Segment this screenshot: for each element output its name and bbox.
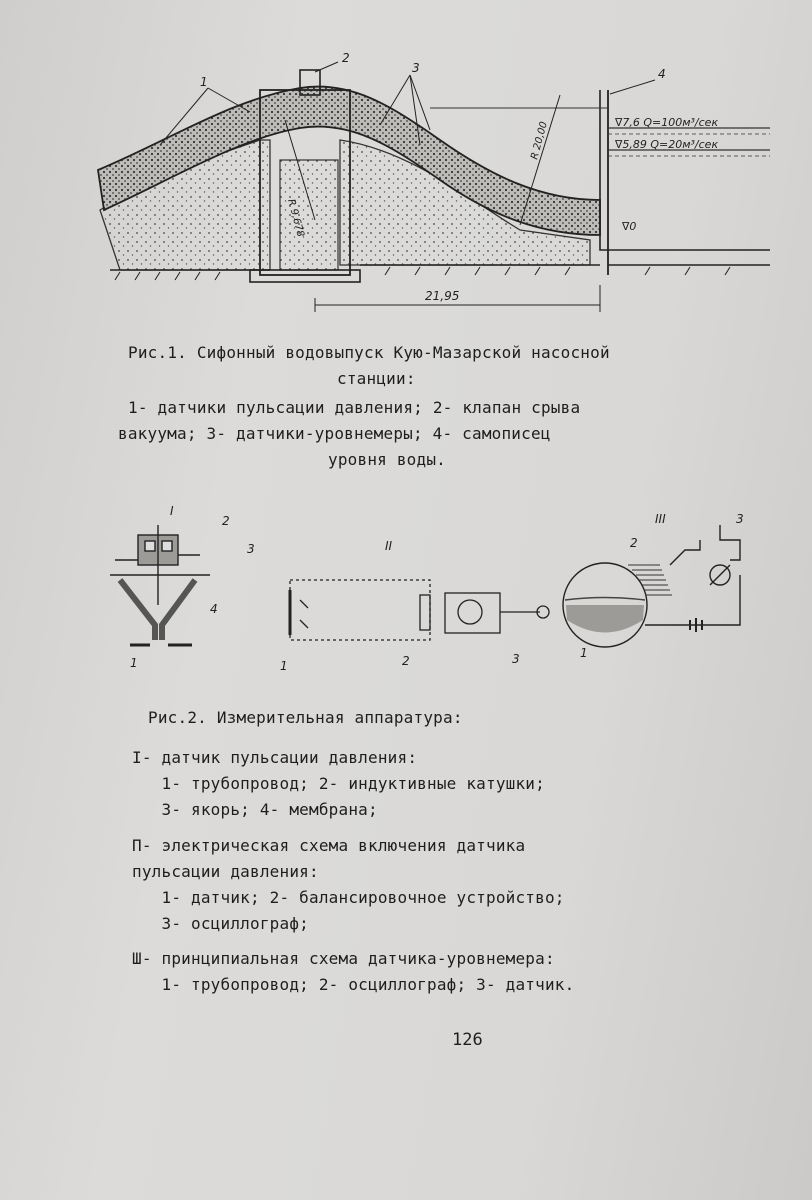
fig1-label-4: 4 (658, 67, 666, 81)
figure-2-apparatus-drawing: I 2 3 4 1 II 1 2 3 (100, 505, 760, 675)
fig1-caption-line-1: Рис.1. Сифонный водовыпуск Кую-Мазарской… (128, 343, 610, 362)
fig2-c-label-2: 2 (630, 536, 638, 550)
fig2-caption-title: Рис.2. Измерительная аппаратура: (148, 708, 463, 727)
fig1-caption-line-4: вакуума; 3- датчики-уровнемеры; 4- самоп… (118, 424, 551, 443)
fig1-label-3: 3 (412, 61, 420, 75)
fig1-level-zero: ∇0 (621, 220, 636, 233)
fig1-caption-line-5: уровня воды. (328, 450, 446, 469)
fig2-b-label-1: 1 (280, 659, 288, 673)
fig2-caption-item-3: 3- якорь; 4- мембрана; (132, 800, 378, 819)
fig2-caption-item-9: 1- трубопровод; 2- осциллограф; 3- датчи… (132, 975, 575, 994)
fig2-caption-item-5: пульсации давления: (132, 862, 319, 881)
fig2-caption-item-1: I- датчик пульсации давления: (132, 748, 418, 767)
page-number: 126 (452, 1030, 483, 1050)
fig2-roman-1: I (170, 505, 174, 518)
fig2-roman-3: III (655, 512, 666, 526)
fig2-a-label-4: 4 (210, 602, 218, 616)
fig2-caption-item-6: 1- датчик; 2- балансировочное устройство… (132, 888, 565, 907)
fig1-radius-large: R 20,00 (529, 120, 550, 160)
fig2-caption-item-7: 3- осциллограф; (132, 914, 309, 933)
fig2-b-label-2: 2 (402, 654, 410, 668)
fig1-caption-line-2: станции: (337, 369, 416, 388)
fig2-a-label-1: 1 (130, 656, 138, 670)
fig1-dimension: 21,95 (425, 289, 459, 303)
fig2-a-label-2: 2 (222, 514, 230, 528)
fig2-b-label-3: 3 (512, 652, 520, 666)
fig1-level-low: ∇5,89 Q=20м³/сек (614, 138, 718, 151)
fig2-c-label-1: 1 (580, 646, 588, 660)
fig2-c-label-3: 3 (736, 512, 744, 526)
fig2-a-label-3: 3 (247, 542, 255, 556)
fig1-caption-line-3: 1- датчики пульсации давления; 2- клапан… (128, 398, 581, 417)
fig1-label-2: 2 (342, 51, 350, 65)
fig2-caption-item-8: Ш- принципиальная схема датчика-уровнеме… (132, 949, 555, 968)
fig2-caption-item-4: П- электрическая схема включения датчика (132, 836, 526, 855)
fig2-roman-2: II (385, 539, 393, 553)
fig1-label-1: 1 (200, 75, 208, 89)
figure-1-siphon-drawing: 1 2 3 4 ∇7,6 Q=100м³/сек ∇5,89 Q=20м³/се… (90, 50, 770, 330)
fig2-caption-item-2: 1- трубопровод; 2- индуктивные катушки; (132, 774, 545, 793)
fig1-level-high: ∇7,6 Q=100м³/сек (614, 116, 718, 129)
